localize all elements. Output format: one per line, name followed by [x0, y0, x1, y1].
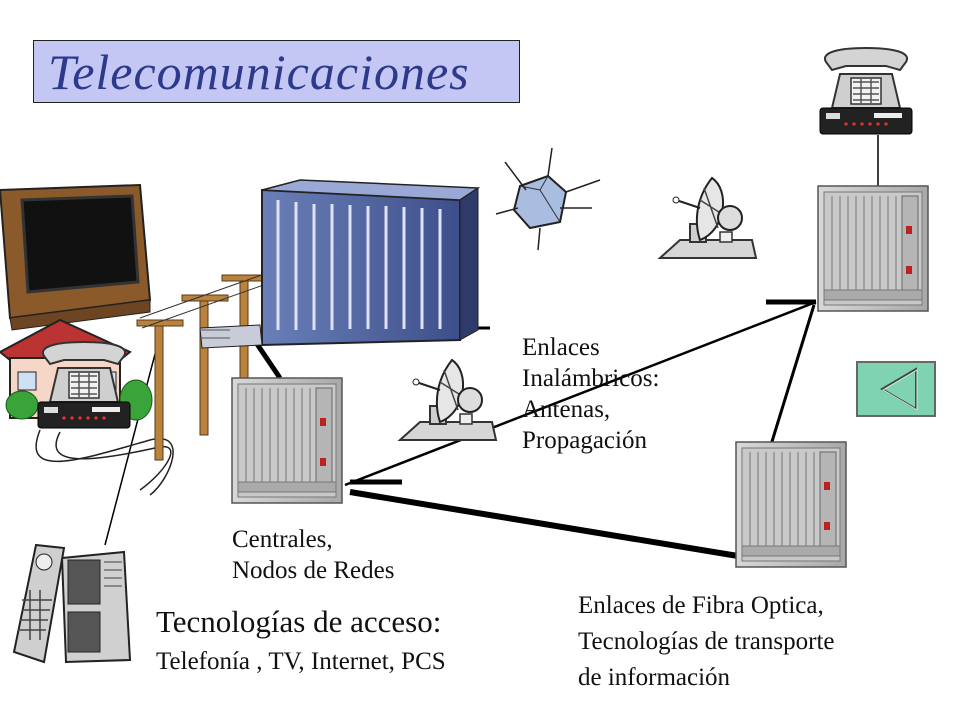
page-title: Telecomunicaciones — [48, 44, 470, 100]
cordless-phone-icon — [12, 543, 132, 664]
link-pole-cordless — [104, 334, 161, 546]
title-box: Telecomunicaciones — [33, 40, 520, 103]
label-line: Antenas, — [522, 396, 611, 423]
desk-phone-icon — [819, 47, 913, 135]
label-line: Tecnologías de transporte — [578, 628, 835, 655]
access-tech-label: Tecnologías de acceso: Telefonía , TV, I… — [156, 602, 446, 677]
label-line: Propagación — [522, 427, 647, 454]
television-icon — [0, 183, 152, 331]
satellite-dish-icon — [659, 177, 757, 259]
node-rack-icon — [817, 185, 929, 312]
satellite-dish-icon — [399, 359, 497, 441]
link-central-rack-top — [344, 300, 817, 487]
label-line: Enlaces de Fibra Optica, — [578, 592, 824, 619]
network-links — [104, 135, 879, 559]
label-line: Nodos de Redes — [232, 557, 395, 584]
link-fiber-optic — [349, 489, 739, 559]
label-line: Enlaces — [522, 334, 600, 361]
access-tech-title: Tecnologías de acceso: — [156, 604, 442, 639]
triangle-left-icon — [880, 367, 918, 411]
cable-bundle-icon — [35, 429, 174, 496]
central-rack-icon — [231, 377, 343, 504]
centrals-label: Centrales, Nodos de Redes — [232, 524, 394, 586]
access-tech-items: Telefonía , TV, Internet, PCS — [156, 648, 446, 675]
label-line: Inalámbricos: — [522, 365, 660, 392]
back-button[interactable] — [856, 361, 936, 417]
node-rack-icon — [735, 441, 847, 568]
wireless-links-label: Enlaces Inalámbricos: Antenas, Propagaci… — [522, 332, 659, 456]
satellite-icon — [495, 147, 601, 251]
office-building-icon — [199, 179, 481, 349]
label-line: Centrales, — [232, 526, 333, 553]
label-line: de información — [578, 664, 731, 691]
fiber-links-label: Enlaces de Fibra Optica, Tecnologías de … — [578, 588, 835, 696]
link-rack-rack — [768, 304, 816, 449]
